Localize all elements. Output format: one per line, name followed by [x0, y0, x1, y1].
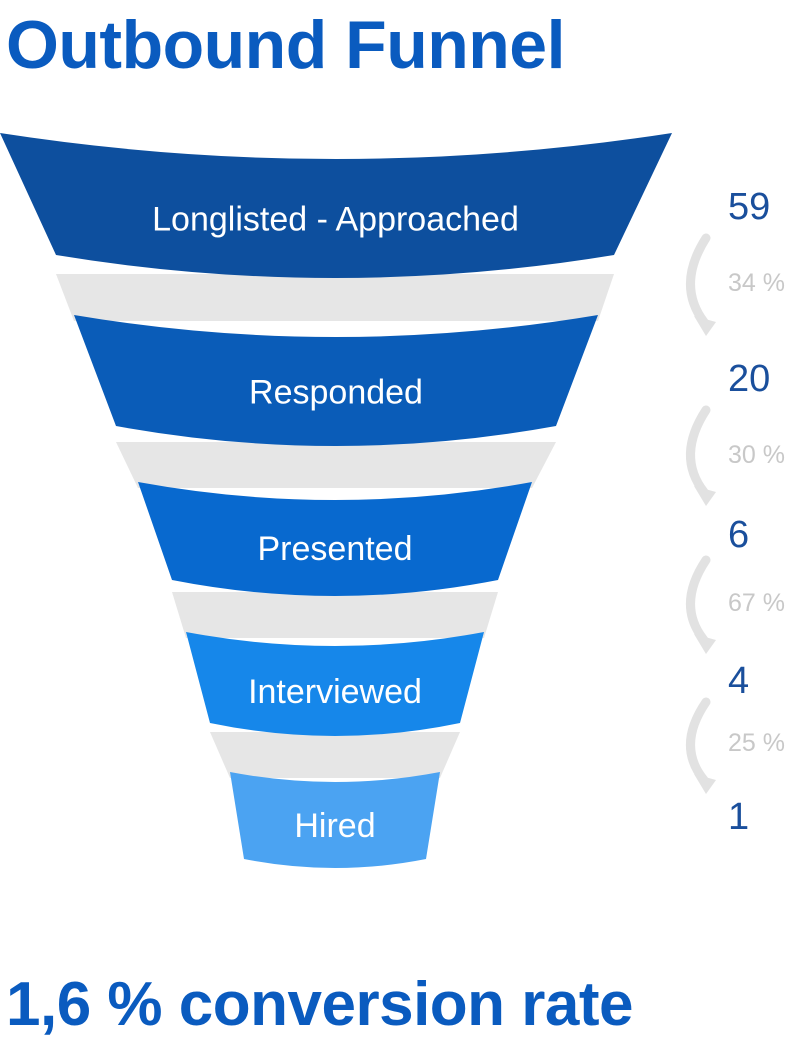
funnel-connector — [172, 592, 498, 638]
conversion-arrow — [686, 697, 716, 794]
stage-label: Longlisted - Approached — [152, 201, 519, 239]
conversion-arrow — [686, 555, 716, 654]
funnel-stage — [186, 632, 484, 736]
conversion-percent: 67 % — [728, 589, 785, 617]
conversion-rate-summary: 1,6 % conversion rate — [6, 970, 634, 1039]
conversion-percent: 25 % — [728, 729, 785, 757]
stage-label: Responded — [249, 374, 423, 412]
funnel-stages — [0, 133, 672, 868]
stage-label: Interviewed — [248, 673, 422, 711]
funnel-connector — [56, 274, 614, 321]
conversion-percent: 34 % — [728, 269, 785, 297]
funnel-labels: Longlisted - ApproachedRespondedPresente… — [152, 186, 785, 845]
funnel-stage — [138, 482, 532, 596]
funnel-stage — [0, 133, 672, 278]
funnel-connectors — [56, 274, 614, 778]
stage-count: 6 — [728, 514, 749, 556]
funnel-stage — [230, 772, 440, 868]
page-title: Outbound Funnel — [6, 7, 566, 83]
stage-label: Hired — [294, 807, 375, 845]
stage-count: 4 — [728, 660, 749, 702]
conversion-arrows — [686, 233, 716, 794]
funnel-connector — [116, 442, 556, 488]
conversion-arrow — [686, 405, 716, 506]
stage-count: 1 — [728, 796, 749, 838]
funnel-connector — [210, 732, 460, 778]
stage-label: Presented — [258, 530, 413, 568]
conversion-arrow — [686, 233, 716, 336]
conversion-percent: 30 % — [728, 441, 785, 469]
stage-count: 59 — [728, 186, 770, 228]
stage-count: 20 — [728, 358, 770, 400]
funnel-stage — [74, 315, 598, 446]
